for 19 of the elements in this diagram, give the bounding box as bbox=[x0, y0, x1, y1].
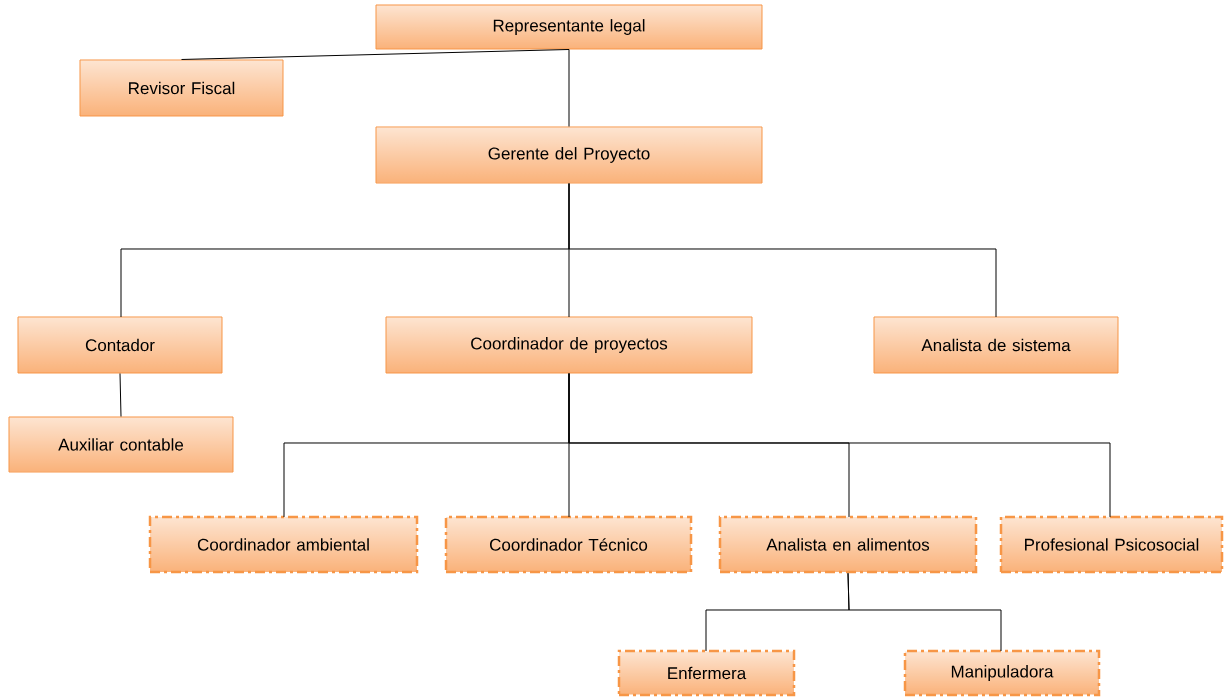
dashed-role-box: Analista en alimentos bbox=[718, 515, 978, 574]
dashed-role-box: Enfermera bbox=[617, 649, 796, 697]
dashed-role-box: Coordinador Técnico bbox=[444, 515, 693, 574]
role-box: Revisor Fiscal bbox=[79, 59, 284, 117]
connector-line bbox=[847, 572, 1002, 652]
role-box: Analista de sistema bbox=[873, 316, 1119, 374]
dashed-role-box: Coordinador ambiental bbox=[148, 515, 419, 574]
role-box: Gerente del Proyecto bbox=[375, 126, 763, 184]
connector-line bbox=[568, 183, 997, 318]
connector-line bbox=[181, 49, 570, 60]
dashed-role-box: Profesional Psicosocial bbox=[999, 515, 1224, 574]
role-box: Coordinador de proyectos bbox=[385, 316, 753, 374]
connector-line bbox=[568, 49, 570, 127]
connector-line bbox=[568, 373, 1111, 518]
role-box: Auxiliar contable bbox=[8, 416, 234, 473]
role-box: Contador bbox=[17, 316, 223, 374]
dashed-role-box: Manipuladora bbox=[903, 649, 1101, 697]
connector-line bbox=[119, 373, 122, 417]
role-box: Representante legal bbox=[375, 4, 763, 50]
